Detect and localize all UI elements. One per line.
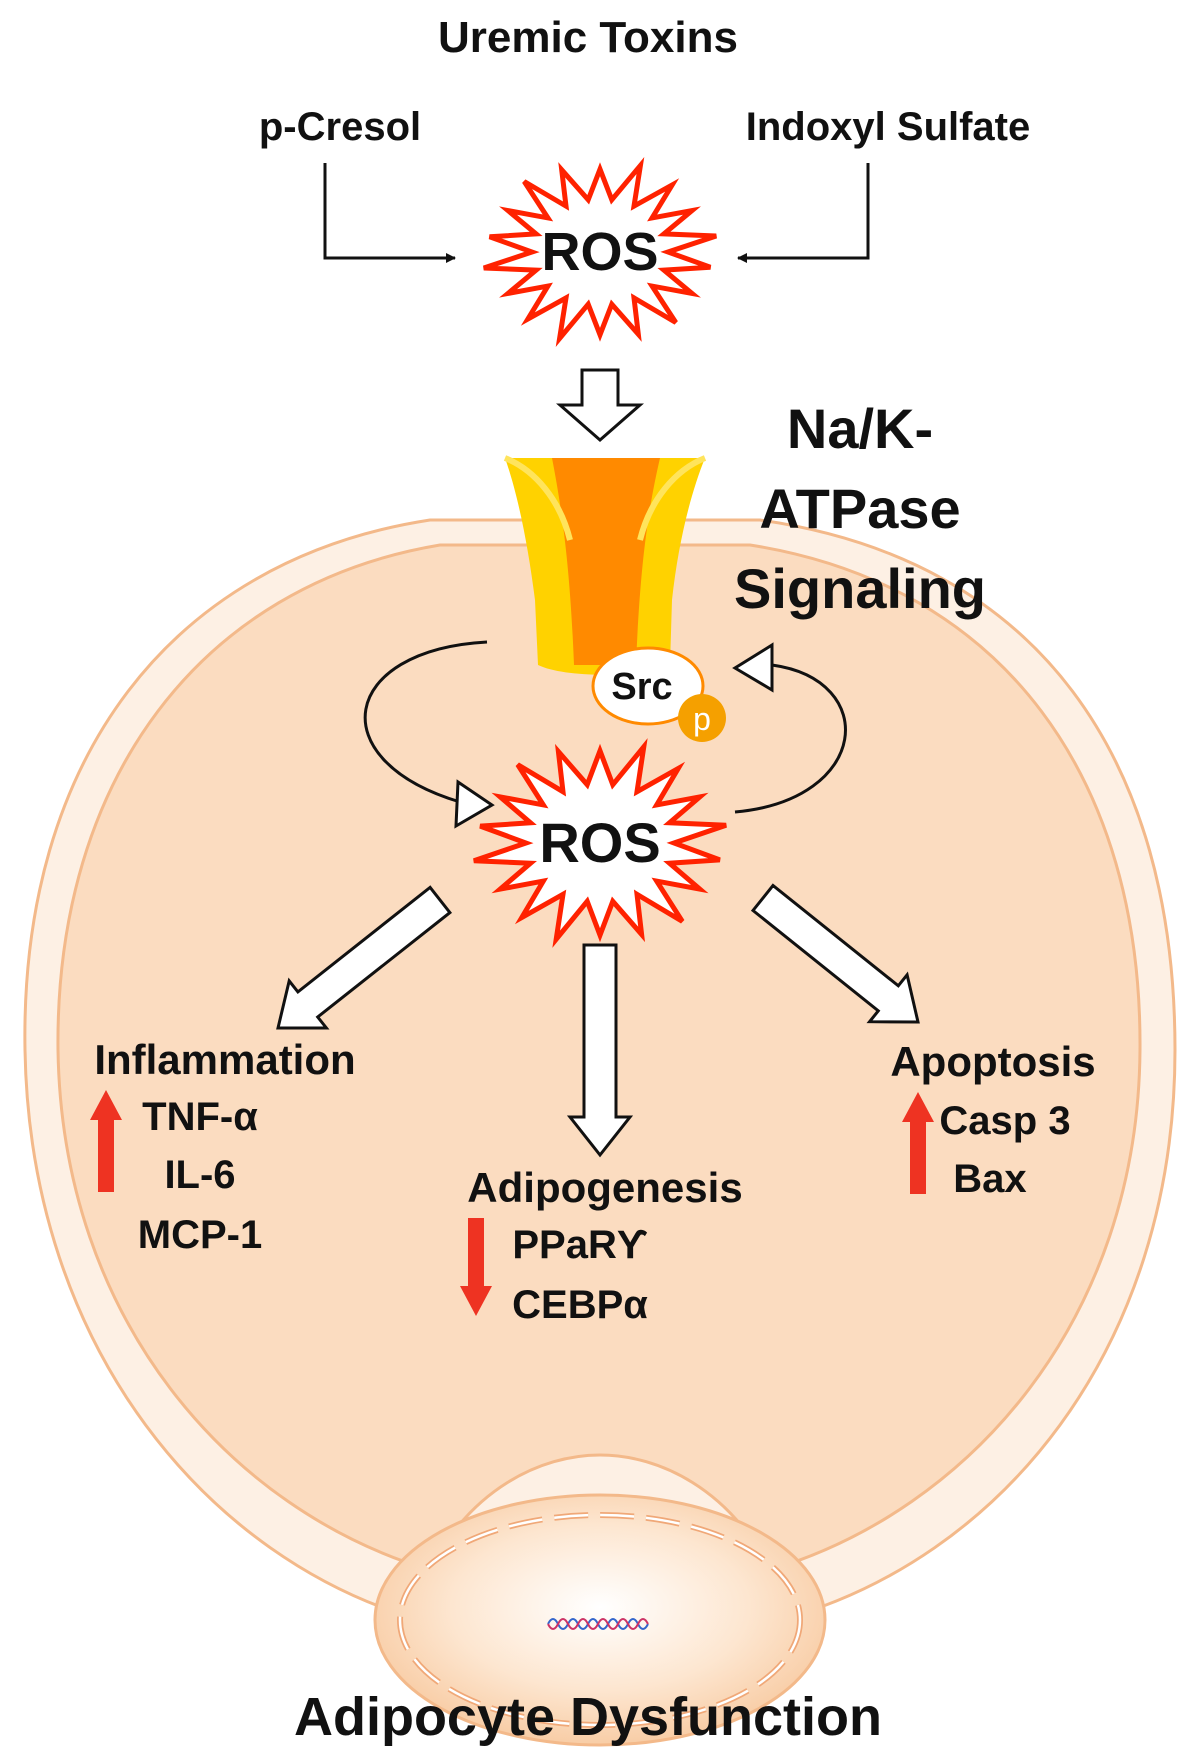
diagram-title: Uremic Toxins xyxy=(438,13,738,62)
hollow-arrow-icon xyxy=(566,943,634,1158)
toxin-p-cresol: p-Cresol xyxy=(259,105,421,149)
diagram-caption: Adipocyte Dysfunction xyxy=(294,1687,882,1747)
ros-center-label: ROS xyxy=(539,811,660,874)
adipogenesis-marker-1: PPaRϒ xyxy=(512,1223,647,1267)
pump-label-line1: Na/K- xyxy=(787,397,933,460)
red-up-arrow-icon xyxy=(90,1090,122,1192)
inflammation-marker-3: MCP-1 xyxy=(138,1213,262,1257)
adipogenesis-marker-2: CEBPα xyxy=(512,1283,648,1327)
apoptosis-marker-2: Bax xyxy=(953,1157,1026,1201)
ros-top-label: ROS xyxy=(541,222,658,282)
inflammation-marker-1: TNF-α xyxy=(142,1095,258,1139)
ros-center-burst: ROS xyxy=(473,738,727,948)
nucleus xyxy=(373,1493,827,1747)
arrow-indoxyl-to-ros xyxy=(737,163,870,263)
hollow-arrow-icon xyxy=(750,883,920,1024)
red-up-arrow-icon xyxy=(902,1092,934,1194)
inflammation-marker-2: IL-6 xyxy=(164,1153,235,1197)
phosphate-badge xyxy=(678,694,726,742)
toxin-indoxyl-sulfate: Indoxyl Sulfate xyxy=(746,105,1031,149)
apoptosis-marker-1: Casp 3 xyxy=(939,1099,1070,1143)
burst-icon xyxy=(473,738,727,948)
na-k-atpase-pump xyxy=(503,455,707,675)
burst-icon xyxy=(483,156,717,348)
ros-top-burst: ROS xyxy=(483,156,717,348)
loop-arrow-left xyxy=(363,640,488,804)
arrow-p-cresol-to-ros xyxy=(323,163,456,263)
pump-label-line3: Signaling xyxy=(734,557,986,620)
hollow-arrow-icon xyxy=(276,885,453,1030)
loop-arrow-left-head xyxy=(454,779,495,829)
pump-label-line2: ATPase xyxy=(759,477,960,540)
phosphate-label: p xyxy=(693,701,711,737)
adipogenesis-title: Adipogenesis xyxy=(467,1164,742,1211)
loop-arrow-right xyxy=(734,663,847,814)
src-kinase: Src p xyxy=(591,646,726,742)
loop-arrow-right-head xyxy=(732,642,774,693)
apoptosis-title: Apoptosis xyxy=(890,1038,1095,1085)
red-down-arrow-icon xyxy=(460,1218,492,1316)
inflammation-title: Inflammation xyxy=(94,1036,355,1083)
src-label: Src xyxy=(611,666,672,708)
hollow-arrow-icon xyxy=(556,368,644,442)
dna-icon xyxy=(547,1618,649,1630)
